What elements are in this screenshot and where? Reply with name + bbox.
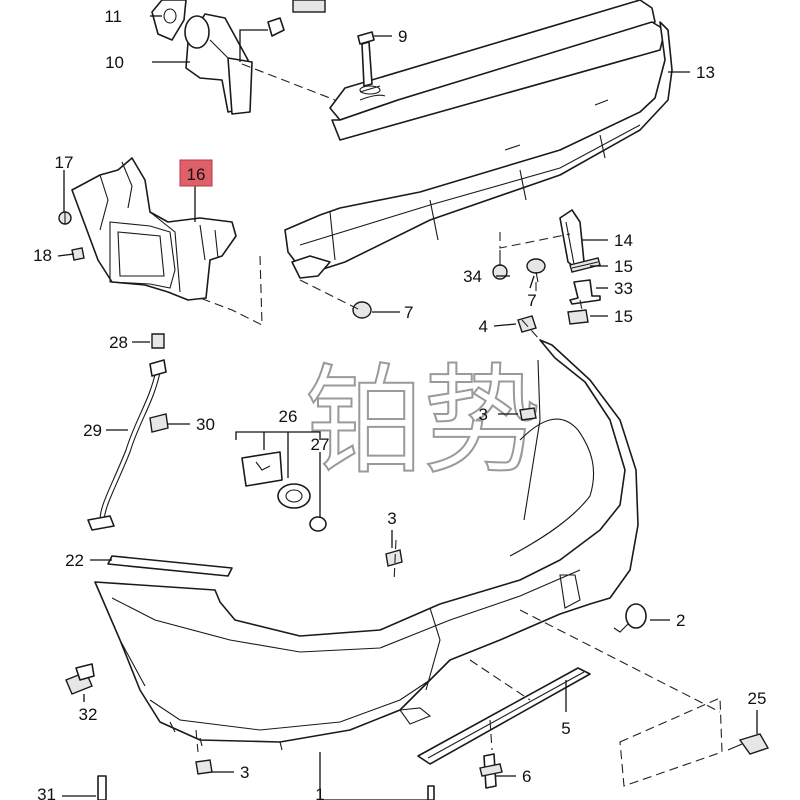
callout-15: 15 (614, 307, 633, 326)
license-plate (619, 697, 723, 787)
screw-18 (71, 247, 85, 261)
clip-7-right (526, 258, 546, 283)
dash-line (469, 659, 531, 701)
pin-1 (427, 785, 435, 800)
strip-22 (107, 555, 233, 577)
bolt-34 (492, 250, 508, 280)
callout-3: 3 (240, 763, 249, 782)
tow-tube (184, 13, 253, 115)
dash-line (299, 279, 361, 311)
screw-17 (58, 211, 72, 225)
callout-9: 9 (398, 27, 407, 46)
clip-4 (517, 315, 537, 333)
strip-5 (417, 667, 591, 765)
bolt-30 (149, 413, 169, 433)
nut-15-lower (567, 309, 589, 325)
callout-10: 10 (105, 53, 124, 72)
screw-3-mid (385, 549, 403, 567)
callout-16: 16 (187, 165, 206, 184)
callout-15: 15 (614, 257, 633, 276)
screw-top (267, 17, 285, 37)
watermark: 铂势 (305, 352, 541, 490)
callout-1: 1 (315, 785, 324, 800)
screw-25 (727, 733, 770, 755)
bumper-cover (94, 339, 639, 751)
callout-27: 27 (311, 435, 330, 454)
dash-line (519, 609, 721, 713)
bracket-33 (569, 279, 601, 305)
callout-33: 33 (614, 279, 633, 298)
rear-lower-trim (284, 21, 673, 279)
pin-31 (97, 775, 107, 800)
cable-29 (87, 359, 167, 531)
callout-2: 2 (676, 611, 685, 630)
dash-line (241, 63, 336, 101)
callout-34: 34 (463, 267, 482, 286)
callout-4: 4 (479, 317, 488, 336)
bolt-9 (357, 31, 375, 87)
callout-11: 11 (104, 7, 122, 26)
callout-7: 7 (527, 291, 536, 310)
dash-line (393, 539, 397, 583)
dash-line (521, 319, 541, 341)
highlight-box-16 (179, 159, 213, 187)
callout-6: 6 (522, 767, 531, 786)
screw-6 (479, 753, 503, 789)
bolt-28 (151, 333, 165, 349)
callout-7: 7 (404, 303, 413, 322)
tow-cap-2 (613, 603, 647, 633)
callout-3: 3 (387, 509, 396, 528)
dash-line (489, 719, 493, 751)
mount-plate-top (292, 0, 326, 13)
dash-line (199, 255, 263, 326)
callout-17: 17 (55, 153, 74, 172)
screw-3-bottom (195, 759, 213, 775)
callout-26: 26 (279, 407, 298, 426)
screw-3-upper (519, 407, 537, 421)
impact-beam (329, 0, 666, 141)
dash-line (195, 729, 199, 753)
dash-line (499, 232, 571, 249)
callout-3: 3 (479, 405, 488, 424)
dash-line (579, 299, 583, 311)
clip-7-left (352, 301, 372, 319)
callout-13: 13 (696, 63, 715, 82)
callout-32: 32 (79, 705, 98, 724)
clip-15-upper (569, 257, 601, 273)
callout-18: 18 (33, 246, 52, 265)
callout-29: 29 (83, 421, 102, 440)
callout-25: 25 (748, 689, 767, 708)
sensor-27 (277, 483, 327, 532)
callout-31: 31 (37, 785, 56, 800)
callout-5: 5 (561, 719, 570, 738)
callout-28: 28 (109, 333, 128, 352)
side-guide-bracket (71, 157, 237, 301)
tow-eye-bracket (151, 0, 187, 41)
reflector-14 (559, 209, 585, 271)
callout-30: 30 (196, 415, 215, 434)
grommet-32 (65, 663, 95, 695)
sensor-holder-26 (241, 451, 283, 487)
callout-14: 14 (614, 231, 633, 250)
callout-22: 22 (65, 551, 84, 570)
